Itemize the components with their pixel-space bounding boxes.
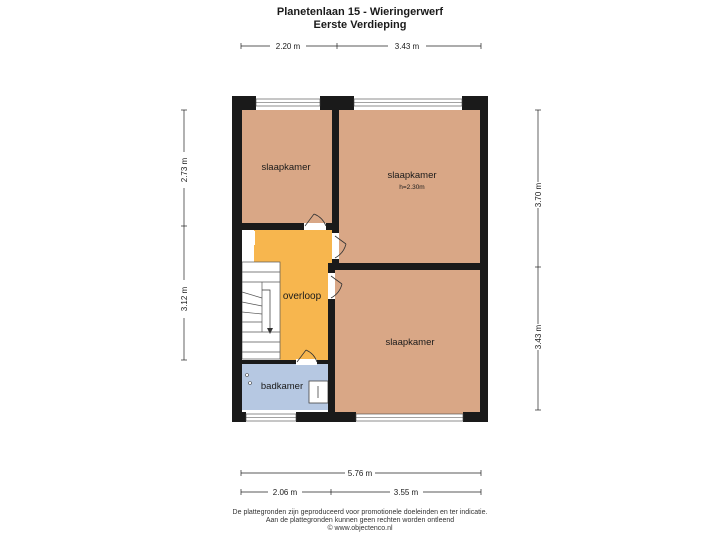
copyright-line: © www.objectenco.nl bbox=[327, 525, 393, 532]
room-label-landing: overloop bbox=[283, 291, 322, 302]
dim-bottom-left: 2.06 m bbox=[273, 488, 298, 497]
room-label-bedroom-2: slaapkamer bbox=[387, 170, 436, 181]
dim-bottom-right: 3.55 m bbox=[394, 488, 419, 497]
landing-area bbox=[254, 230, 334, 360]
doors bbox=[296, 213, 347, 365]
dimension-lines bbox=[181, 43, 541, 495]
ceiling-height-note: h=2.30m bbox=[399, 184, 424, 191]
disclaimer-line-2: Aan de plattegronden kunnen geen rechten… bbox=[265, 517, 455, 524]
staircase bbox=[241, 261, 281, 360]
plan-title: Planetenlaan 15 - Wieringerwerf bbox=[276, 6, 444, 18]
dim-right-upper: 3.70 m bbox=[534, 182, 543, 207]
floor-name: Eerste Verdieping bbox=[313, 19, 407, 31]
room-label-bedroom-3: slaapkamer bbox=[385, 337, 434, 348]
bedroom-1-area bbox=[240, 110, 332, 223]
dim-top-left: 2.20 m bbox=[276, 42, 301, 51]
room-label-bathroom: badkamer bbox=[261, 381, 303, 392]
bedroom-3-area bbox=[335, 270, 481, 414]
dim-left-upper: 2.73 m bbox=[180, 157, 189, 182]
walls bbox=[232, 96, 488, 422]
bedroom-2-area bbox=[339, 110, 480, 263]
shaft bbox=[242, 231, 255, 245]
dim-right-lower: 3.43 m bbox=[534, 324, 543, 349]
dim-top-right: 3.43 m bbox=[395, 42, 420, 51]
dim-left-lower: 3.12 m bbox=[180, 286, 189, 311]
dim-bottom-total: 5.76 m bbox=[348, 469, 373, 478]
disclaimer-line-1: De plattegronden zijn geproduceerd voor … bbox=[232, 509, 488, 516]
room-label-bedroom-1: slaapkamer bbox=[261, 162, 310, 173]
